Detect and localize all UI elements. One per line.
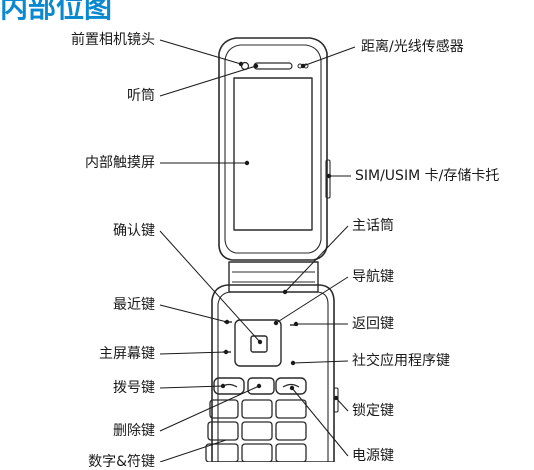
label-delete-key: 删除键 xyxy=(113,423,155,439)
label-sim-tray: SIM/USIM 卡/存储卡托 xyxy=(355,168,500,184)
label-lock-key: 锁定键 xyxy=(352,403,394,419)
upper-body-outline xyxy=(218,37,328,261)
callout-ok-key xyxy=(159,230,261,343)
callout-dial-key xyxy=(159,385,224,389)
callout-social-key xyxy=(292,360,349,364)
sim-tray-slot xyxy=(325,159,331,199)
label-earpiece: 听筒 xyxy=(127,88,155,104)
callout-home-key xyxy=(159,351,227,355)
callout-dots xyxy=(220,61,339,401)
callout-front-camera xyxy=(159,39,242,65)
page-heading: 内部位图 xyxy=(0,0,113,24)
label-front-camera: 前置相机镜头 xyxy=(71,32,155,48)
callout-microphone xyxy=(284,225,349,293)
hinge xyxy=(228,261,319,293)
ok-key xyxy=(250,335,268,353)
label-touchscreen: 内部触摸屏 xyxy=(85,155,155,171)
callout-nav-key xyxy=(275,276,349,324)
callout-recent-key xyxy=(159,304,228,323)
label-ok-key: 确认键 xyxy=(113,223,155,239)
power-key xyxy=(275,377,307,395)
label-dial-key: 拨号键 xyxy=(113,380,155,396)
label-power-key: 电源键 xyxy=(352,448,394,464)
label-proximity-sensor: 距离/光线传感器 xyxy=(361,39,464,55)
label-back-key: 返回键 xyxy=(352,316,394,332)
callout-delete-key xyxy=(159,385,260,432)
callout-proximity-sensor xyxy=(302,46,356,67)
label-recent-key: 最近键 xyxy=(113,297,155,313)
delete-key xyxy=(247,377,275,395)
lower-body-outline xyxy=(211,284,335,462)
label-microphone: 主话筒 xyxy=(352,218,394,234)
navigation-key xyxy=(234,319,282,367)
callout-bottom-left xyxy=(159,439,227,462)
callout-power-key xyxy=(291,387,349,457)
earpiece-grille xyxy=(253,62,293,70)
number-keypad xyxy=(205,399,307,462)
label-social-key: 社交应用程序键 xyxy=(352,353,450,369)
callout-earpiece xyxy=(159,65,257,97)
touchscreen-area xyxy=(233,77,313,231)
callout-lock-key xyxy=(335,397,349,412)
label-nav-key: 导航键 xyxy=(352,269,394,285)
upper-body-inner xyxy=(224,44,322,254)
lower-body-inner xyxy=(217,291,329,462)
label-home-key: 主屏幕键 xyxy=(99,346,155,362)
